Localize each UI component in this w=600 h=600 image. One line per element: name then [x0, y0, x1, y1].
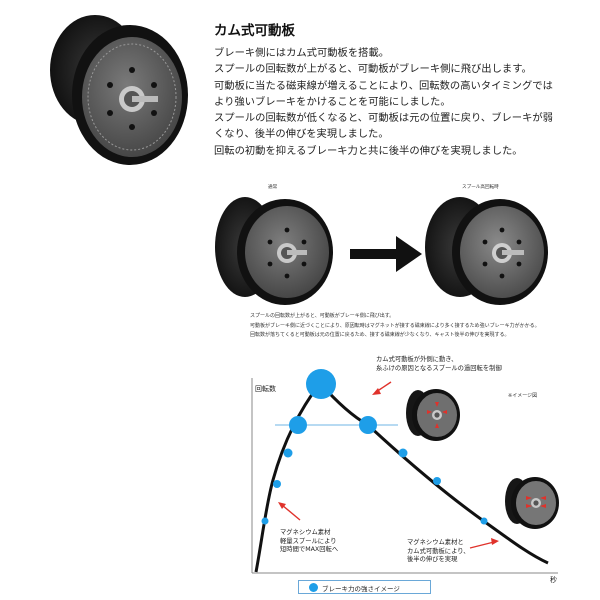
spool-photo-small-low — [505, 477, 559, 529]
legend-dot-icon — [309, 583, 318, 592]
image-note: ※イメージ図 — [508, 393, 538, 399]
brake-dot — [398, 448, 408, 458]
brake-dot — [359, 416, 377, 434]
caption-line-2: 可動板がブレーキ側に近づくことにより、原因転時はマグネットが接する磁束線により多… — [250, 322, 540, 329]
desc-paragraph-2: スプールの回転数が上がると、可動板がブレーキ側に飛び出します。 — [214, 63, 532, 76]
annotation-right-line-3: 後半の伸びを実現 — [407, 556, 458, 564]
spool-photo-normal — [215, 197, 333, 305]
desc-paragraph-4: スプールの回転数が低くなると、可動板は元の位置に戻り、ブレーキが弱くなり、後半の… — [214, 112, 553, 141]
spool-photo-top — [50, 15, 188, 165]
legend: ブレーキ力の強さイメージ — [298, 580, 431, 594]
brake-dot — [261, 517, 269, 525]
annotation-top: カム式可動板が外側に動き、 糸ふけの原因となるスプールの過回転を制御 — [376, 356, 502, 373]
desc-paragraph-1: ブレーキ側にはカム式可動板を搭載。 — [214, 47, 390, 59]
y-axis-label: 回転数 — [255, 385, 276, 393]
brake-dot — [306, 369, 336, 399]
brake-dot — [480, 517, 488, 525]
x-axis-label: 秒 — [550, 576, 557, 584]
annotation-right-line-2: カム式可動板により、 — [407, 547, 470, 555]
spool-photo-small-high — [406, 389, 460, 441]
red-arrow-icon — [278, 502, 301, 521]
annotation-left-line-3: 短時間でMAX回転へ — [280, 546, 339, 554]
description-text: ブレーキ側にはカム式可動板を搭載。 スプールの回転数が上がると、可動板がブレーキ… — [214, 45, 554, 159]
annotation-left: マグネシウム素材 軽量スプールにより 短時間でMAX回転へ — [280, 529, 338, 555]
annotation-top-line-2: 糸ふけの原因となるスプールの過回転を制御 — [376, 364, 502, 372]
red-arrow-icon — [469, 538, 499, 549]
section-title: カム式可動板 — [214, 23, 295, 39]
caption-line-3: 回転数が落ちてくると可動板は元の位置に戻るため、接する磁束線が少なくなり、キャス… — [250, 332, 510, 338]
brake-dot — [283, 448, 293, 458]
red-arrow-icon — [372, 381, 392, 395]
spool-photo-high-rpm — [425, 197, 548, 305]
caption-line-1: スプールの回転数が上がると、可動板がブレーキ側に飛び出す。 — [250, 313, 395, 319]
brake-dot — [289, 416, 307, 434]
annotation-top-line-1: カム式可動板が外側に動き、 — [376, 356, 458, 363]
brake-dot — [433, 477, 441, 485]
brake-dot — [273, 480, 281, 488]
annotation-right: マグネシウム素材と カム式可動板により、 後半の伸びを実現 — [407, 539, 470, 565]
annotation-right-line-1: マグネシウム素材と — [407, 539, 464, 546]
high-rpm-label: スプール高回転時 — [462, 185, 499, 190]
legend-label: ブレーキ力の強さイメージ — [322, 585, 400, 593]
desc-paragraph-3: 可動板に当たる磁束線が増えることにより、回転数の高いタイミングではより強いブレー… — [214, 79, 553, 108]
arrow-right-icon — [350, 236, 422, 272]
annotation-left-line-1: マグネシウム素材 — [280, 529, 331, 536]
normal-label: 通常 — [268, 185, 278, 190]
desc-paragraph-5: 回転の初動を抑えるブレーキ力と共に後半の伸びを実現しました。 — [214, 144, 523, 157]
comparison-caption: スプールの回転数が上がると、可動板がブレーキ側に飛び出す。 可動板がブレーキ側に… — [250, 312, 540, 341]
annotation-left-line-2: 軽量スプールにより — [280, 537, 337, 545]
